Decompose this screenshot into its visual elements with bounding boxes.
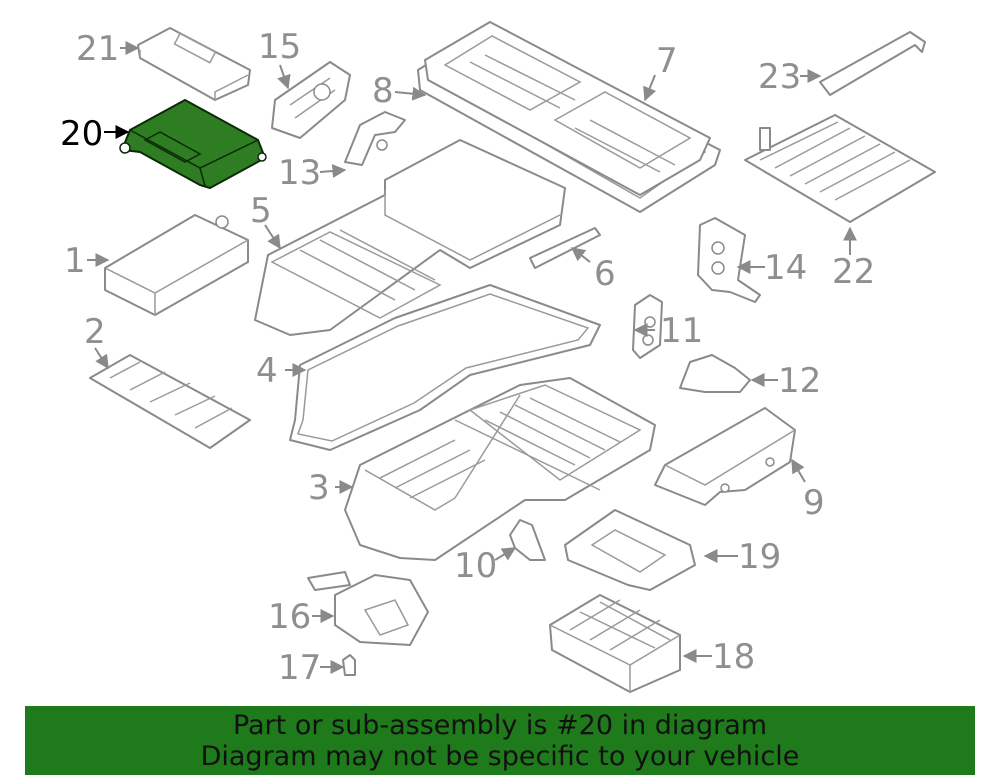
part-10[interactable] — [509, 519, 546, 561]
callout-16: 16 — [268, 597, 311, 637]
part-11[interactable] — [632, 294, 663, 359]
parts-diagram: 21 20 15 8 7 23 13 5 22 1 6 14 11 2 4 12… — [60, 21, 936, 693]
part-9[interactable] — [654, 407, 796, 506]
part-21[interactable] — [137, 27, 251, 101]
part-13[interactable] — [344, 111, 406, 166]
part-19[interactable] — [564, 509, 696, 591]
callout-21: 21 — [76, 29, 119, 69]
callout-12: 12 — [778, 361, 821, 401]
callout-7: 7 — [656, 41, 678, 81]
callout-4: 4 — [256, 351, 278, 391]
callout-19: 19 — [738, 537, 781, 577]
part-14[interactable] — [697, 217, 761, 303]
callout-2: 2 — [84, 312, 106, 352]
callout-5: 5 — [250, 191, 272, 231]
callout-9: 9 — [803, 483, 825, 523]
info-banner: Part or sub-assembly is #20 in diagram D… — [25, 706, 975, 775]
callout-3: 3 — [308, 468, 330, 508]
callout-1: 1 — [64, 241, 86, 281]
callout-14: 14 — [764, 248, 807, 288]
banner-line-1: Part or sub-assembly is #20 in diagram — [232, 710, 768, 741]
callout-10: 10 — [454, 546, 497, 586]
part-4[interactable] — [289, 284, 601, 451]
part-23[interactable] — [819, 31, 926, 96]
banner-line-2: Diagram may not be specific to your vehi… — [200, 741, 800, 772]
callout-arrows — [87, 41, 857, 674]
callout-20[interactable]: 20 — [60, 114, 103, 154]
part-20-highlighted[interactable] — [119, 99, 267, 189]
part-7[interactable] — [424, 21, 711, 196]
part-16[interactable] — [307, 571, 429, 646]
callout-13: 13 — [278, 153, 321, 193]
part-3[interactable] — [344, 377, 656, 561]
part-12[interactable] — [679, 354, 751, 393]
callout-23: 23 — [758, 57, 801, 97]
part-6[interactable] — [529, 227, 601, 269]
callout-6: 6 — [594, 254, 616, 294]
callout-18: 18 — [712, 637, 755, 677]
callout-8: 8 — [372, 71, 394, 111]
part-18[interactable] — [549, 594, 681, 693]
callout-11: 11 — [660, 311, 703, 351]
part-1[interactable] — [104, 214, 249, 316]
part-17[interactable] — [342, 654, 356, 676]
callout-17: 17 — [278, 648, 321, 688]
part-15[interactable] — [271, 61, 351, 139]
part-2[interactable] — [89, 354, 251, 449]
callout-labels: 21 20 15 8 7 23 13 5 22 1 6 14 11 2 4 12… — [60, 27, 875, 688]
part-22[interactable] — [744, 114, 936, 223]
callout-15: 15 — [258, 27, 301, 67]
part-5[interactable] — [254, 139, 566, 336]
callout-22: 22 — [832, 252, 875, 292]
